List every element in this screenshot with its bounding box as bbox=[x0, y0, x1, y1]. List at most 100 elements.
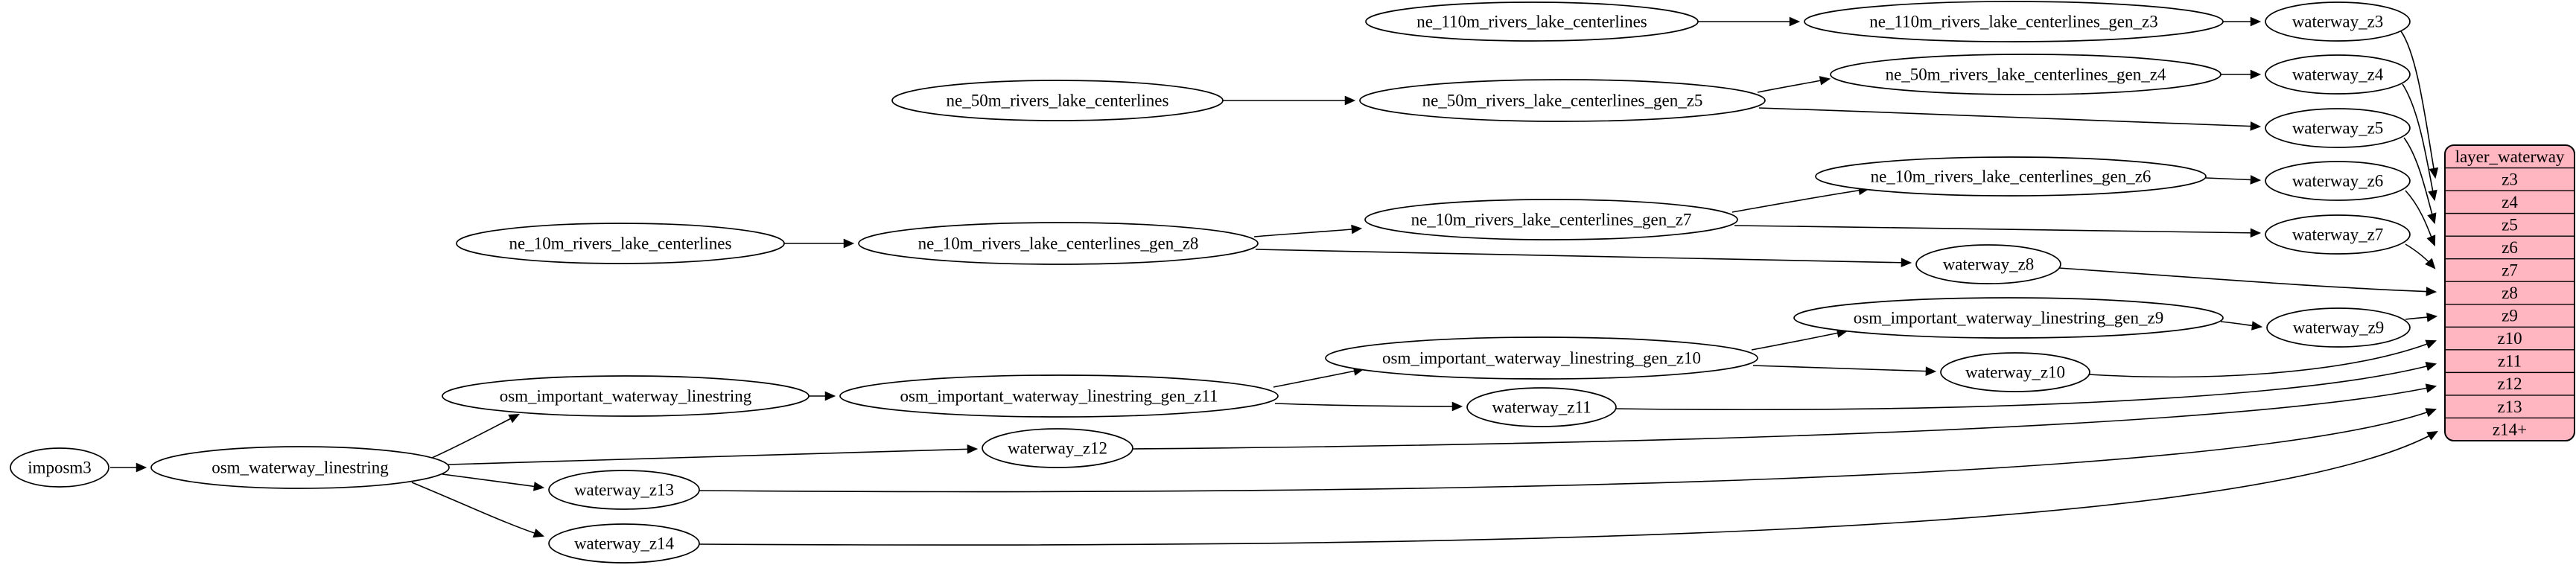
node-label-osm_imp_g10: osm_important_waterway_linestring_gen_z1… bbox=[1382, 349, 1701, 368]
node-label-osm_imp: osm_important_waterway_linestring bbox=[500, 387, 752, 406]
node-wz13: waterway_z13 bbox=[548, 470, 700, 510]
node-ne10_g8: ne_10m_rivers_lake_centerlines_gen_z8 bbox=[858, 222, 1259, 265]
node-osm_imp_g9: osm_important_waterway_linestring_gen_z9 bbox=[1793, 297, 2224, 339]
edge-wz9-to-row_z9 bbox=[2405, 313, 2438, 322]
node-ellipse-ne50_g4 bbox=[1830, 54, 2222, 95]
node-label-wz14: waterway_z14 bbox=[574, 535, 675, 553]
node-wz10: waterway_z10 bbox=[1940, 352, 2090, 392]
node-label-wz10: waterway_z10 bbox=[1965, 363, 2065, 382]
edge-osm_imp_g9-to-wz9 bbox=[2220, 321, 2263, 331]
node-label-ne50: ne_50m_rivers_lake_centerlines bbox=[947, 92, 1169, 110]
node-ellipse-ne110 bbox=[1365, 1, 1699, 42]
node-ellipse-wz3 bbox=[2265, 1, 2411, 42]
edge-osm_imp_g10-to-osm_imp_g9 bbox=[1751, 328, 1848, 351]
node-osm_imp: osm_important_waterway_linestring bbox=[442, 375, 810, 417]
node-ellipse-wz9 bbox=[2266, 307, 2411, 348]
edge-osm_imp_g11-to-osm_imp_g10 bbox=[1273, 366, 1365, 388]
table-row-z14+: z14+ bbox=[2493, 420, 2527, 438]
table-row-z9: z9 bbox=[2502, 307, 2518, 325]
node-wz14: waterway_z14 bbox=[548, 523, 700, 564]
table-layer_waterway: layer_waterwayz3z4z5z6z7z8z9z10z11z12z13… bbox=[2444, 144, 2575, 441]
edge-wz7-to-row_z7 bbox=[2405, 243, 2436, 269]
node-ellipse-osm_imp_g10 bbox=[1325, 336, 1758, 380]
table-outline bbox=[2444, 144, 2575, 441]
table-row-z3: z3 bbox=[2502, 170, 2518, 188]
table-header: layer_waterway bbox=[2455, 147, 2565, 166]
edge-osm_ww-to-wz12 bbox=[448, 444, 979, 465]
node-label-imposm3: imposm3 bbox=[28, 459, 92, 477]
node-ellipse-ne10_g8 bbox=[858, 222, 1259, 265]
node-label-ne10_g7: ne_10m_rivers_lake_centerlines_gen_z7 bbox=[1411, 211, 1692, 229]
table-row-z12: z12 bbox=[2497, 374, 2522, 393]
edge-osm_imp_g10-to-wz10 bbox=[1752, 365, 1937, 377]
node-osm_ww: osm_waterway_linestring bbox=[150, 446, 450, 489]
node-ellipse-wz7 bbox=[2265, 214, 2411, 255]
node-ellipse-ne10_g6 bbox=[1815, 156, 2207, 197]
node-label-wz12: waterway_z12 bbox=[1008, 439, 1107, 458]
edge-wz12-to-row_z12 bbox=[1131, 383, 2437, 450]
node-ellipse-osm_imp_g9 bbox=[1793, 297, 2224, 339]
node-ellipse-wz8 bbox=[1915, 244, 2061, 284]
node-ne110_g3: ne_110m_rivers_lake_centerlines_gen_z3 bbox=[1804, 1, 2224, 42]
node-label-wz8: waterway_z8 bbox=[1943, 255, 2035, 274]
node-wz5: waterway_z5 bbox=[2265, 108, 2411, 148]
edge-wz3-to-row_z3 bbox=[2400, 31, 2439, 179]
node-wz6: waterway_z6 bbox=[2265, 161, 2411, 201]
edge-osm_ww-to-osm_imp bbox=[431, 414, 520, 459]
node-ellipse-wz12 bbox=[982, 428, 1133, 468]
table-row-z11: z11 bbox=[2498, 352, 2522, 371]
edge-ne10_g7-to-wz7 bbox=[1734, 225, 2262, 238]
node-wz8: waterway_z8 bbox=[1915, 244, 2061, 284]
node-ellipse-osm_ww bbox=[150, 446, 450, 489]
node-label-osm_imp_g9: osm_important_waterway_linestring_gen_z9 bbox=[1854, 309, 2163, 328]
edge-wz13-to-row_z13 bbox=[698, 408, 2437, 493]
node-label-wz11: waterway_z11 bbox=[1492, 398, 1591, 417]
node-ellipse-ne50 bbox=[891, 80, 1224, 121]
edge-wz11-to-row_z11 bbox=[1615, 362, 2437, 411]
node-label-osm_ww: osm_waterway_linestring bbox=[212, 459, 389, 477]
node-label-ne10: ne_10m_rivers_lake_centerlines bbox=[509, 234, 732, 253]
edge-wz10-to-row_z10 bbox=[2087, 339, 2437, 378]
node-label-wz13: waterway_z13 bbox=[574, 481, 674, 500]
edge-ne50_g5-to-wz5 bbox=[1758, 107, 2262, 131]
node-wz9: waterway_z9 bbox=[2266, 307, 2411, 348]
node-ellipse-wz14 bbox=[548, 523, 700, 564]
node-ellipse-imposm3 bbox=[10, 447, 109, 488]
edge-ne10_g8-to-wz8 bbox=[1255, 249, 1912, 268]
edge-wz5-to-row_z5 bbox=[2403, 137, 2437, 225]
node-label-wz7: waterway_z7 bbox=[2292, 226, 2384, 244]
edge-ne50_g5-to-ne50_g4 bbox=[1757, 76, 1831, 93]
node-label-ne110_g3: ne_110m_rivers_lake_centerlines_gen_z3 bbox=[1869, 13, 2157, 31]
node-ellipse-osm_imp_g11 bbox=[839, 374, 1279, 418]
node-wz4: waterway_z4 bbox=[2265, 54, 2411, 95]
node-label-osm_imp_g11: osm_important_waterway_linestring_gen_z1… bbox=[900, 387, 1218, 406]
node-ne50_g4: ne_50m_rivers_lake_centerlines_gen_z4 bbox=[1830, 54, 2222, 95]
table-row-z13: z13 bbox=[2497, 398, 2522, 416]
table-row-z7: z7 bbox=[2502, 261, 2518, 280]
node-wz7: waterway_z7 bbox=[2265, 214, 2411, 255]
node-label-wz4: waterway_z4 bbox=[2292, 66, 2384, 84]
node-label-ne50_g5: ne_50m_rivers_lake_centerlines_gen_z5 bbox=[1422, 92, 1703, 110]
table-row-z6: z6 bbox=[2502, 238, 2518, 257]
node-osm_imp_g11: osm_important_waterway_linestring_gen_z1… bbox=[839, 374, 1279, 418]
node-ellipse-ne50_g5 bbox=[1359, 79, 1766, 122]
table-row-z5: z5 bbox=[2502, 215, 2518, 234]
node-ellipse-wz13 bbox=[548, 470, 700, 510]
node-wz12: waterway_z12 bbox=[982, 428, 1133, 468]
edge-osm_imp_g11-to-wz11 bbox=[1274, 401, 1463, 412]
node-ellipse-ne110_g3 bbox=[1804, 1, 2224, 42]
node-label-wz5: waterway_z5 bbox=[2292, 119, 2384, 138]
node-ne10: ne_10m_rivers_lake_centerlines bbox=[456, 223, 785, 264]
node-ne10_g6: ne_10m_rivers_lake_centerlines_gen_z6 bbox=[1815, 156, 2207, 197]
edge-ne10_g6-to-wz6 bbox=[2205, 175, 2262, 185]
node-label-ne10_g6: ne_10m_rivers_lake_centerlines_gen_z6 bbox=[1871, 167, 2152, 186]
node-label-wz9: waterway_z9 bbox=[2293, 319, 2385, 337]
node-ellipse-wz11 bbox=[1466, 387, 1617, 427]
node-label-wz3: waterway_z3 bbox=[2292, 13, 2384, 31]
edge-osm_ww-to-wz13 bbox=[442, 473, 545, 491]
node-osm_imp_g10: osm_important_waterway_linestring_gen_z1… bbox=[1325, 336, 1758, 380]
edge-ne10_g7-to-ne10_g6 bbox=[1731, 185, 1870, 213]
node-wz3: waterway_z3 bbox=[2265, 1, 2411, 42]
